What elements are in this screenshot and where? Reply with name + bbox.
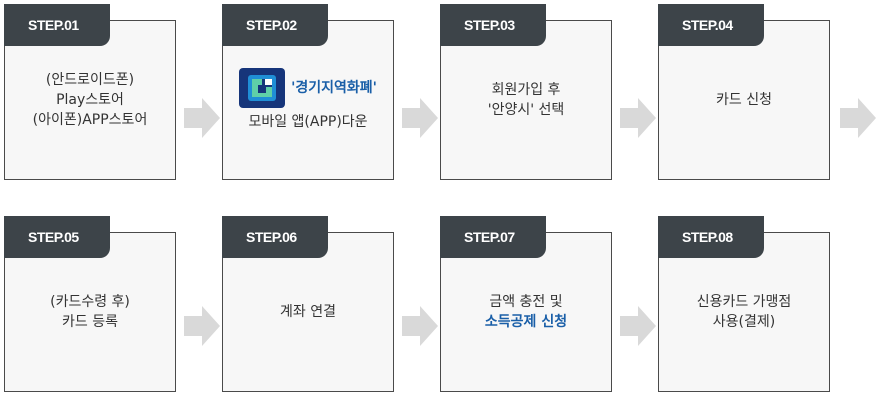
step-04-line-1: 카드 신청 <box>716 92 772 108</box>
step-03-tab: STEP.03 <box>440 4 546 46</box>
step-07: 금액 충전 및 소득공제 신청 STEP.07 <box>440 216 612 392</box>
gyeonggi-app-icon <box>239 68 286 108</box>
step-03-card: 회원가입 후 '안양시' 선택 <box>440 20 612 180</box>
step-08-line-1: 신용카드 가맹점 <box>696 294 792 310</box>
step-08-card: 신용카드 가맹점 사용(결제) <box>658 232 830 392</box>
step-02-line-1: 모바일 앱(APP)다운 <box>248 114 368 130</box>
step-02: '경기지역화폐' 모바일 앱(APP)다운 STEP.02 <box>222 4 394 180</box>
step-01-tab: STEP.01 <box>4 4 110 46</box>
app-name-row: '경기지역화폐' <box>239 68 377 108</box>
step-07-highlight: 소득공제 신청 <box>484 314 568 330</box>
step-03-line-1: 회원가입 후 <box>491 82 561 98</box>
step-03: 회원가입 후 '안양시' 선택 STEP.03 <box>440 4 612 180</box>
arrow-icon <box>402 306 438 346</box>
step-05-line-1: (카드수령 후) <box>50 294 130 310</box>
step-05-card: (카드수령 후) 카드 등록 <box>4 232 176 392</box>
step-04-tab: STEP.04 <box>658 4 764 46</box>
step-06-card: 계좌 연결 <box>222 232 394 392</box>
step-05-line-2: 카드 등록 <box>62 314 118 330</box>
step-03-line-2: '안양시' 선택 <box>487 102 565 118</box>
step-06-tab: STEP.06 <box>222 216 328 258</box>
arrow-icon <box>184 98 220 138</box>
arrow-icon <box>840 98 876 138</box>
step-08: 신용카드 가맹점 사용(결제) STEP.08 <box>658 216 830 392</box>
arrow-icon <box>184 306 220 346</box>
arrow-icon <box>402 98 438 138</box>
step-06-line-1: 계좌 연결 <box>280 304 336 320</box>
step-07-card: 금액 충전 및 소득공제 신청 <box>440 232 612 392</box>
step-07-tab: STEP.07 <box>440 216 546 258</box>
step-04: 카드 신청 STEP.04 <box>658 4 830 180</box>
step-08-tab: STEP.08 <box>658 216 764 258</box>
step-01-line-3: (아이폰)APP스토어 <box>32 112 148 128</box>
step-01-line-1: (안드로이드폰) <box>45 72 135 88</box>
step-07-line-1: 금액 충전 및 <box>489 294 563 310</box>
app-name-text: '경기지역화폐' <box>291 80 377 96</box>
step-08-line-2: 사용(결제) <box>712 314 776 330</box>
step-04-card: 카드 신청 <box>658 20 830 180</box>
step-01-card: (안드로이드폰) Play스토어 (아이폰)APP스토어 <box>4 20 176 180</box>
step-05: (카드수령 후) 카드 등록 STEP.05 <box>4 216 176 392</box>
step-06: 계좌 연결 STEP.06 <box>222 216 394 392</box>
arrow-icon <box>620 98 656 138</box>
arrow-icon <box>620 306 656 346</box>
step-05-tab: STEP.05 <box>4 216 110 258</box>
step-01-line-2: Play스토어 <box>56 92 124 108</box>
step-02-tab: STEP.02 <box>222 4 328 46</box>
step-01: (안드로이드폰) Play스토어 (아이폰)APP스토어 STEP.01 <box>4 4 176 180</box>
